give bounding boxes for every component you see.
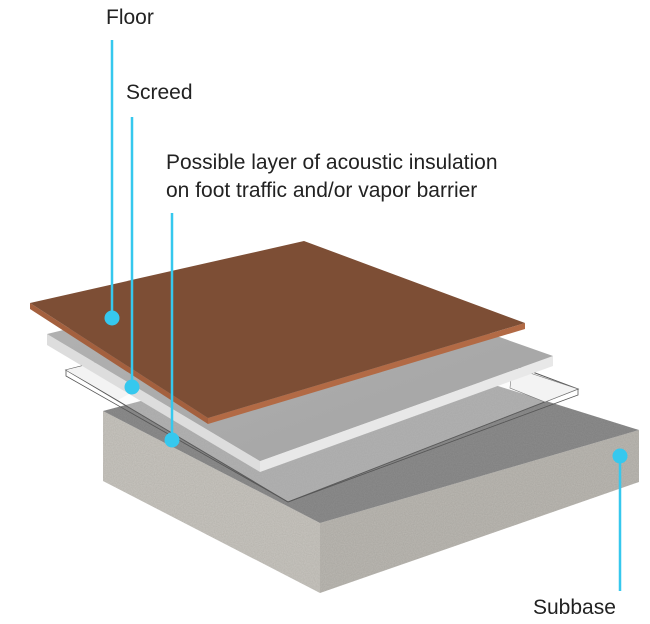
floor-top [30, 241, 525, 418]
callout-acoustic [164, 213, 180, 448]
callout-floor [104, 40, 120, 326]
subbase-side-front [320, 430, 639, 593]
floor-layer [30, 241, 525, 424]
callout-subbase [612, 448, 628, 591]
label-subbase: Subbase [533, 596, 616, 619]
label-acoustic-line-2: on foot traffic and/or vapor barrier [166, 179, 478, 202]
subbase-side-left [103, 411, 320, 593]
callout-dot-subbase [612, 448, 628, 464]
label-acoustic-insulation: Possible layer of acoustic insulation on… [166, 149, 498, 205]
floor-side-front [208, 323, 525, 424]
label-screed: Screed [126, 81, 193, 104]
acoustic-sheet-edge-front [287, 389, 579, 503]
acoustic-sheet-edge-left [65, 370, 289, 503]
callout-dot-screed [124, 379, 140, 395]
callout-dot-acoustic [164, 432, 180, 448]
screed-side-left [47, 334, 260, 472]
label-floor: Floor [106, 6, 154, 29]
callout-screed [124, 117, 140, 395]
floor-side-left [30, 303, 208, 424]
callout-dot-floor [104, 310, 120, 326]
screed-side-front [260, 356, 553, 472]
label-acoustic-line-1: Possible layer of acoustic insulation [166, 151, 498, 174]
